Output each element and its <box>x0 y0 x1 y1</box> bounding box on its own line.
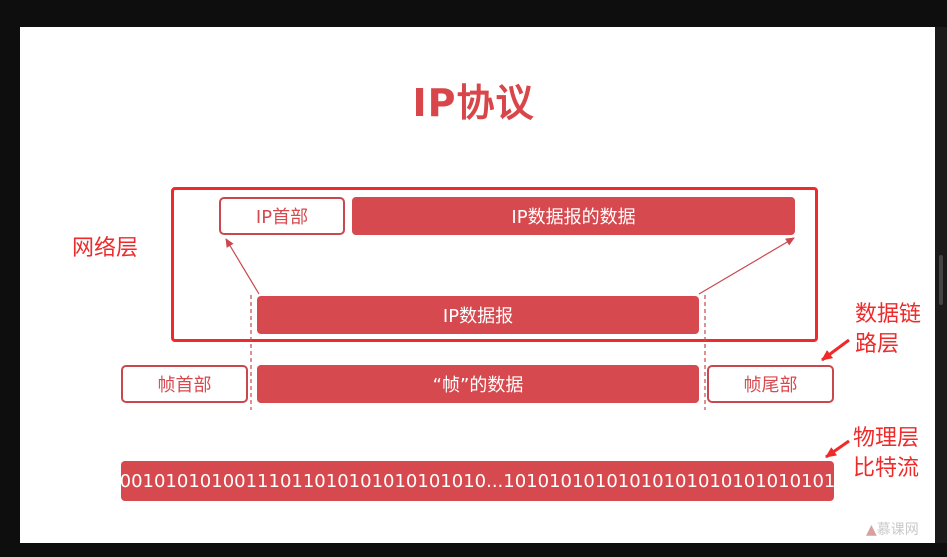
arrow-to-ip-header <box>225 238 260 295</box>
arrow-to-ip-payload <box>698 237 795 295</box>
network-layer-frame <box>171 187 818 342</box>
datalink-layer-label-line1: 数据链 <box>855 302 922 327</box>
datalink-annotation-arrow <box>821 338 850 362</box>
frame-payload-box: “帧”的数据 <box>257 365 699 403</box>
scrollbar[interactable] <box>935 27 947 543</box>
watermark-text: 慕课网 <box>876 522 919 538</box>
physical-layer-label-line1: 物理层 <box>853 426 920 451</box>
frame-trailer-box: 帧尾部 <box>707 365 834 403</box>
bitstream-box: 00101010100111011010101010101010...10101… <box>120 461 835 501</box>
flame-icon: ▲ <box>866 522 877 538</box>
watermark-logo: ▲慕课网 <box>866 519 919 539</box>
physical-layer-label-line2: 比特流 <box>853 456 920 481</box>
frame-header-box: 帧首部 <box>121 365 248 403</box>
ip-datagram-box: IP数据报 <box>257 296 699 334</box>
scrollbar-thumb[interactable] <box>939 255 943 305</box>
datalink-layer-label-line2: 路层 <box>855 332 900 357</box>
ip-payload-box: IP数据报的数据 <box>352 197 795 235</box>
ip-header-box: IP首部 <box>219 197 345 235</box>
slide-title: IP协议 <box>412 81 535 125</box>
physical-annotation-arrow <box>825 439 850 459</box>
network-layer-label: 网络层 <box>72 236 139 261</box>
